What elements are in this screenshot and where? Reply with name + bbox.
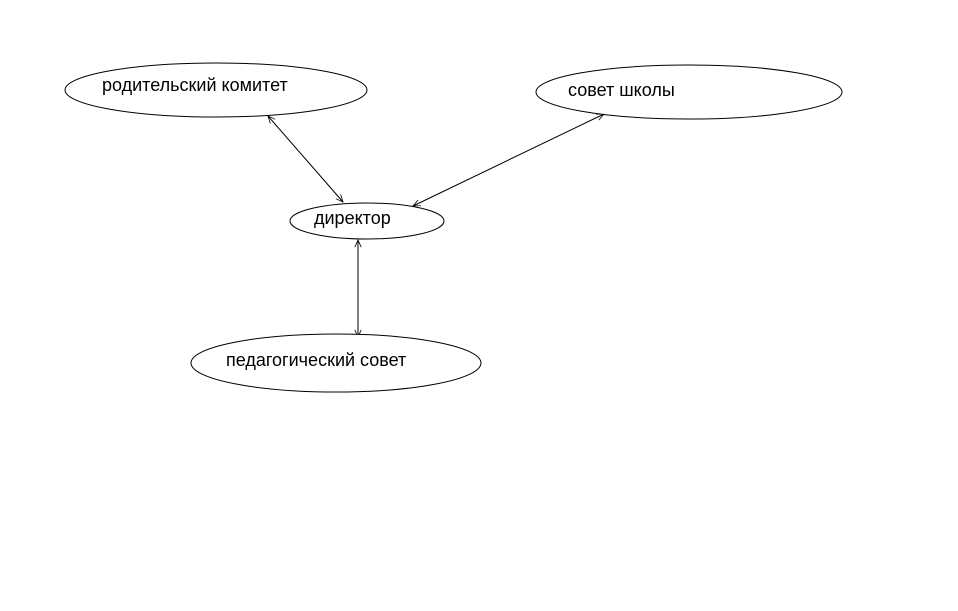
node-parents-committee-label: родительский комитет: [102, 75, 288, 95]
node-pedagogical-council: педагогический совет: [190, 333, 482, 393]
node-pedagogical-council-label: педагогический совет: [226, 350, 406, 370]
node-director: директор: [289, 202, 445, 240]
node-parents-committee-shape: [64, 62, 368, 118]
node-school-council-shape: [535, 64, 843, 120]
node-school-council: совет школы: [535, 64, 843, 120]
edge-parents-committee-director: [267, 115, 344, 203]
node-director-shape: [289, 202, 445, 240]
node-parents-committee: родительский комитет: [64, 62, 368, 118]
node-school-council-label: совет школы: [568, 80, 675, 100]
node-pedagogical-council-shape: [190, 333, 482, 393]
node-director-label: директор: [314, 208, 391, 228]
edge-school-council-director: [412, 113, 605, 207]
